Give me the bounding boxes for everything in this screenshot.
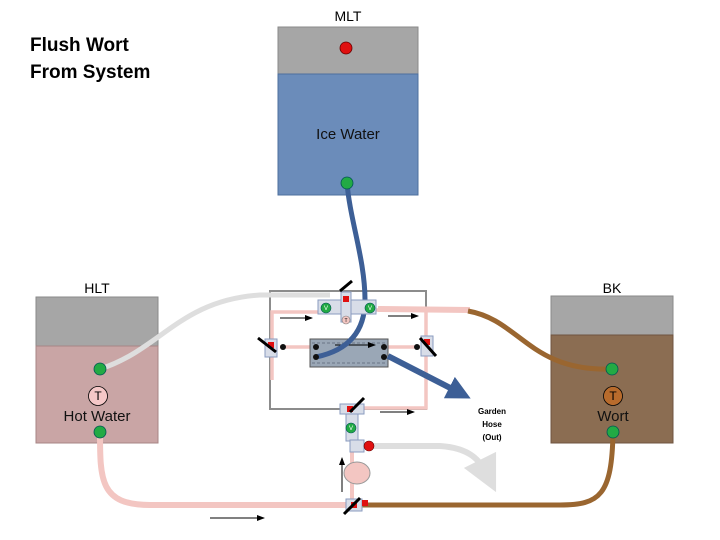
left-side-valve[interactable] <box>257 336 319 360</box>
diagram-title-line-2: From System <box>30 62 150 83</box>
left-valve-handle[interactable] <box>257 336 277 354</box>
bypass-valve-closed[interactable] <box>363 440 375 452</box>
bk-return-valve-open[interactable] <box>605 362 619 376</box>
hlt-outlet-valve-open[interactable] <box>93 425 107 439</box>
pump-bypass-line <box>372 443 497 493</box>
riser-valve-open[interactable] <box>345 422 357 434</box>
hlt-tank-headspace <box>35 296 159 347</box>
right-valve-port <box>414 344 420 350</box>
riser-valve-label: V <box>349 426 353 432</box>
top-left-valve-label: V <box>324 306 328 312</box>
bk-content-label: Wort <box>597 408 629 425</box>
left-valve-port <box>280 344 286 350</box>
hlt-temperature-sensor-label: T <box>94 389 102 403</box>
garden-hose-label-line1: Garden <box>478 407 506 416</box>
exchanger-right-port <box>381 344 387 350</box>
right-side-valve[interactable] <box>381 335 438 360</box>
pump-outlet-valve[interactable] <box>342 496 368 516</box>
pump-to-bk-line <box>358 431 616 508</box>
top-thermowell <box>341 315 351 325</box>
top-outlet-to-bk <box>377 306 471 313</box>
top-left-valve-open[interactable] <box>320 302 332 314</box>
exchanger-left-port <box>313 344 319 350</box>
hlt-to-pump-line <box>97 431 350 508</box>
pump-outlet-valve-handle[interactable] <box>342 496 362 516</box>
cold-water-line <box>315 182 368 360</box>
hot-loop-right-lower <box>358 352 428 410</box>
top-right-valve-open[interactable] <box>364 302 376 314</box>
bottom-valve-handle[interactable] <box>348 396 366 414</box>
top-valve-handle[interactable] <box>339 279 353 293</box>
hlt-content-label: Hot Water <box>64 408 131 425</box>
hlt-tank-label: HLT <box>84 280 110 296</box>
pump-outlet-side-closed[interactable] <box>362 500 368 506</box>
mlt-tank <box>277 26 419 196</box>
wort-return-line <box>467 308 613 372</box>
top-manifold: V V T <box>317 279 377 325</box>
mlt-top-valve-closed[interactable] <box>339 41 353 55</box>
garden-hose-label-line3: (Out) <box>482 433 501 442</box>
cold-outlet-to-hose <box>386 353 471 399</box>
hlt-temperature-sensor <box>88 386 108 406</box>
exchanger-right-lower-port <box>381 354 387 360</box>
diagram-title-line-1: Flush Wort <box>30 35 130 56</box>
right-valve-handle[interactable] <box>418 337 438 357</box>
mlt-tank-content <box>277 73 419 196</box>
hlt-return-line <box>99 292 330 372</box>
mlt-outlet-valve-open[interactable] <box>340 176 354 190</box>
mlt-tank-label: MLT <box>335 8 362 24</box>
bk-outlet-valve-open[interactable] <box>606 425 620 439</box>
top-tee-valve-closed[interactable] <box>343 296 349 302</box>
pump[interactable] <box>343 461 371 485</box>
hlt-return-valve-open[interactable] <box>93 362 107 376</box>
riser-tee-lower <box>349 439 365 453</box>
hot-loop-left-upper <box>270 310 322 345</box>
bottom-chiller-valve[interactable] <box>339 396 366 415</box>
bk-tank-label: BK <box>603 280 622 296</box>
hot-loop-right-upper <box>372 308 428 342</box>
left-valve-closed[interactable] <box>268 342 274 348</box>
top-right-valve-label: V <box>368 306 372 312</box>
garden-hose-label-line2: Hose <box>482 420 502 429</box>
right-valve-closed[interactable] <box>424 339 430 345</box>
bk-temperature-sensor-label: T <box>609 389 617 403</box>
bk-tank-headspace <box>550 295 674 336</box>
bottom-valve-closed[interactable] <box>347 406 353 412</box>
bk-temperature-sensor <box>603 386 623 406</box>
top-thermowell-label: T <box>344 318 347 324</box>
exchanger-left-lower-port <box>313 354 319 360</box>
mlt-content-label: Ice Water <box>316 126 380 143</box>
